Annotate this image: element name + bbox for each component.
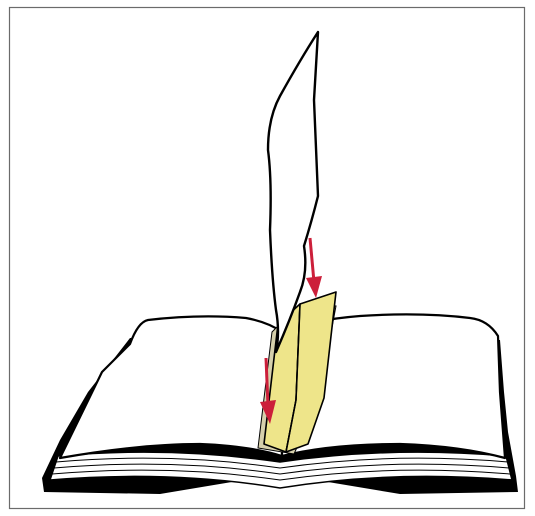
down-arrow-icon — [306, 238, 322, 298]
